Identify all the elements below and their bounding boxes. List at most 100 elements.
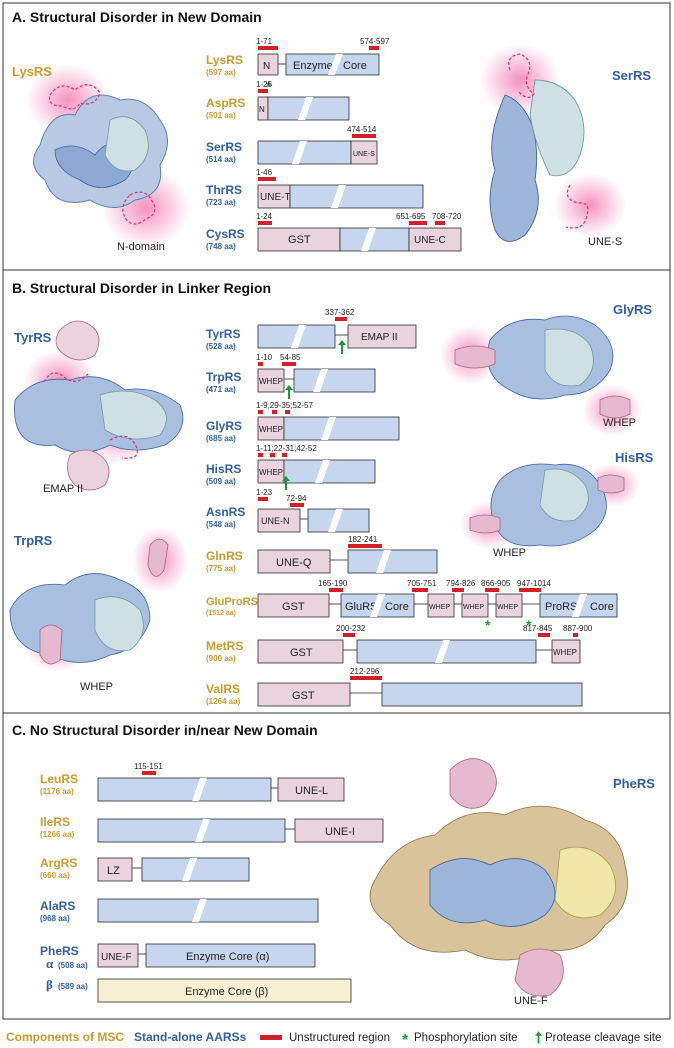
serrs-unstructured-1 xyxy=(352,134,376,138)
metrs-whep-label: WHEP xyxy=(553,648,577,657)
metrs-whep-domain xyxy=(551,639,581,664)
trprs-domain-map: 1-10 54-85 WHEP xyxy=(256,353,376,399)
tyrrs-domain-map: 337-362 EMAP II xyxy=(257,308,417,354)
asnrs-range-1: 1-23 xyxy=(256,488,273,497)
gene-len-gluprors: (1512 aa) xyxy=(206,610,236,617)
metrs-gst-label: GST xyxy=(290,647,313,659)
legend-phospho: Phosphorylation site xyxy=(414,1032,518,1044)
lysrs-range-2: 574-597 xyxy=(360,37,390,46)
gluprors-whep-2-label: WHEP xyxy=(463,604,484,611)
trprs-unstructured-2 xyxy=(282,362,296,366)
valrs-range-1: 212-296 xyxy=(350,667,380,676)
gluprors-gst-label: GST xyxy=(282,601,305,613)
trprs-range-2: 54-85 xyxy=(280,353,301,362)
hisrs-structure: HisRS WHEP xyxy=(460,450,654,559)
leurs-core-domain xyxy=(97,777,272,802)
glyrs-unstructured-2 xyxy=(272,410,277,414)
gene-len-phers-beta: (589 aa) xyxy=(58,982,88,991)
asnrs-unstructured-2 xyxy=(290,503,304,507)
asnrs-range-2: 72-94 xyxy=(286,494,307,503)
panel-b-title: B. Structural Disorder in Linker Region xyxy=(12,280,271,296)
hisrs-unstructured-3 xyxy=(282,453,287,457)
legend: Components of MSC Stand-alone AARSs Unst… xyxy=(6,1030,661,1048)
cysrs-range-3: 708-720 xyxy=(432,212,462,221)
valrs-domain-map: 212-296 GST xyxy=(257,667,583,707)
legend-unstructured-swatch xyxy=(260,1035,282,1040)
serrs-une-s-label: UNE-S xyxy=(353,151,375,158)
gluprors-domain-map: 165-190 705-751 794-826 866-905 947-1014… xyxy=(257,579,618,633)
tyrrs-structure: TyrRS EMAP II xyxy=(14,320,184,495)
serrs-range-1: 474-514 xyxy=(347,125,377,134)
hisrs-core-domain xyxy=(283,459,376,484)
gene-len-serrs: (514 aa) xyxy=(206,155,236,164)
gluprors-whep-1 xyxy=(427,593,455,618)
trprs-unstructured-1 xyxy=(258,362,263,366)
hisrs-structure-label: HisRS xyxy=(615,450,654,465)
valrs-gst-domain xyxy=(257,682,351,707)
tyrrs-emap-label: EMAP II xyxy=(361,332,398,343)
gene-name-glnrs: GlnRS xyxy=(206,549,243,563)
hisrs-whep-label: WHEP xyxy=(493,547,526,559)
serrs-une-s-domain xyxy=(350,140,378,165)
gene-len-asprs: (501 aa) xyxy=(206,111,236,120)
thrrs-core-domain xyxy=(289,184,424,209)
gluprors-glurs-core-label: Core xyxy=(385,601,409,613)
gene-labels: LysRS (597 aa) AspRS (501 aa) SerRS (514… xyxy=(40,53,258,992)
glyrs-core-domain xyxy=(283,416,400,441)
metrs-gst-domain xyxy=(257,639,344,664)
lysrs-unstructured-2 xyxy=(369,46,379,50)
ilers-une-i-label: UNE-I xyxy=(325,826,355,838)
asnrs-une-n-domain xyxy=(257,508,301,533)
serrs-domain-map: 474-514 UNE-S xyxy=(257,125,378,165)
phers-beta-core xyxy=(97,978,352,1003)
tyrrs-unstructured-1 xyxy=(335,317,347,321)
metrs-domain-map: 200-232 817-845 887-900 GST WHEP xyxy=(257,624,593,664)
glnrs-une-q-domain xyxy=(257,549,331,574)
glnrs-range-1: 182-241 xyxy=(348,535,378,544)
gene-len-asnrs: (548 aa) xyxy=(206,520,236,529)
gene-name-valrs: ValRS xyxy=(206,682,240,696)
hisrs-unstructured-2 xyxy=(270,453,275,457)
gluprors-unstructured-1 xyxy=(329,588,343,592)
gluprors-whep-3 xyxy=(495,593,523,618)
gene-name-metrs: MetRS xyxy=(206,639,243,653)
gene-len-ilers: (1266 aa) xyxy=(40,830,75,839)
tyrrs-structure-label: TyrRS xyxy=(14,330,52,345)
asprs-unstructured-1 xyxy=(258,89,268,93)
thrrs-unstructured-1 xyxy=(258,177,276,181)
lysrs-range-1: 1-71 xyxy=(256,37,273,46)
glyrs-domain-map: 1-9;29-35;52-57 WHEP xyxy=(256,401,400,441)
phers-alpha-core xyxy=(145,943,316,968)
gluprors-range-1: 165-190 xyxy=(318,579,348,588)
glyrs-whep-label: WHEP xyxy=(259,425,283,434)
glnrs-une-q-label: UNE-Q xyxy=(276,557,312,569)
asnrs-une-n-label: UNE-N xyxy=(261,516,290,526)
trprs-whep-domain xyxy=(257,368,285,393)
gene-len-leurs: (1176 aa) xyxy=(40,787,74,796)
gluprors-range-3: 794-826 xyxy=(446,579,476,588)
gene-name-argrs: ArgRS xyxy=(40,856,77,870)
gene-name-trprs: TrpRS xyxy=(206,370,241,384)
alars-core-domain xyxy=(97,898,319,923)
legend-msc: Components of MSC xyxy=(6,1030,124,1044)
lysrs-phospho-site: * xyxy=(266,78,272,94)
phers-alpha-core-label: Enzyme Core (α) xyxy=(186,951,269,963)
cysrs-unstructured-3 xyxy=(435,221,445,225)
gluprors-range-2: 705-751 xyxy=(407,579,437,588)
gluprors-unstructured-2 xyxy=(412,588,428,592)
alars-domain-map xyxy=(97,898,319,923)
glyrs-unstructured-3 xyxy=(285,410,290,414)
cysrs-domain-map: 1-24 651-695 708-720 GST UNE-C xyxy=(256,212,462,252)
gene-len-cysrs: (748 aa) xyxy=(206,242,236,251)
metrs-unstructured-1 xyxy=(343,633,355,637)
asprs-range-1: 1-25 xyxy=(256,80,273,89)
phers-une-f-domain xyxy=(97,943,139,968)
panel-a-title: A. Structural Disorder in New Domain xyxy=(12,9,262,25)
gluprors-range-4: 866-905 xyxy=(481,579,511,588)
metrs-range-2: 817-845 xyxy=(523,624,553,633)
lysrs-structure: LysRS N-domain xyxy=(12,64,190,253)
gene-name-tyrrs: TyrRS xyxy=(206,327,240,341)
emap-ii-label: EMAP II xyxy=(43,483,83,495)
glnrs-unstructured-1 xyxy=(348,544,382,548)
